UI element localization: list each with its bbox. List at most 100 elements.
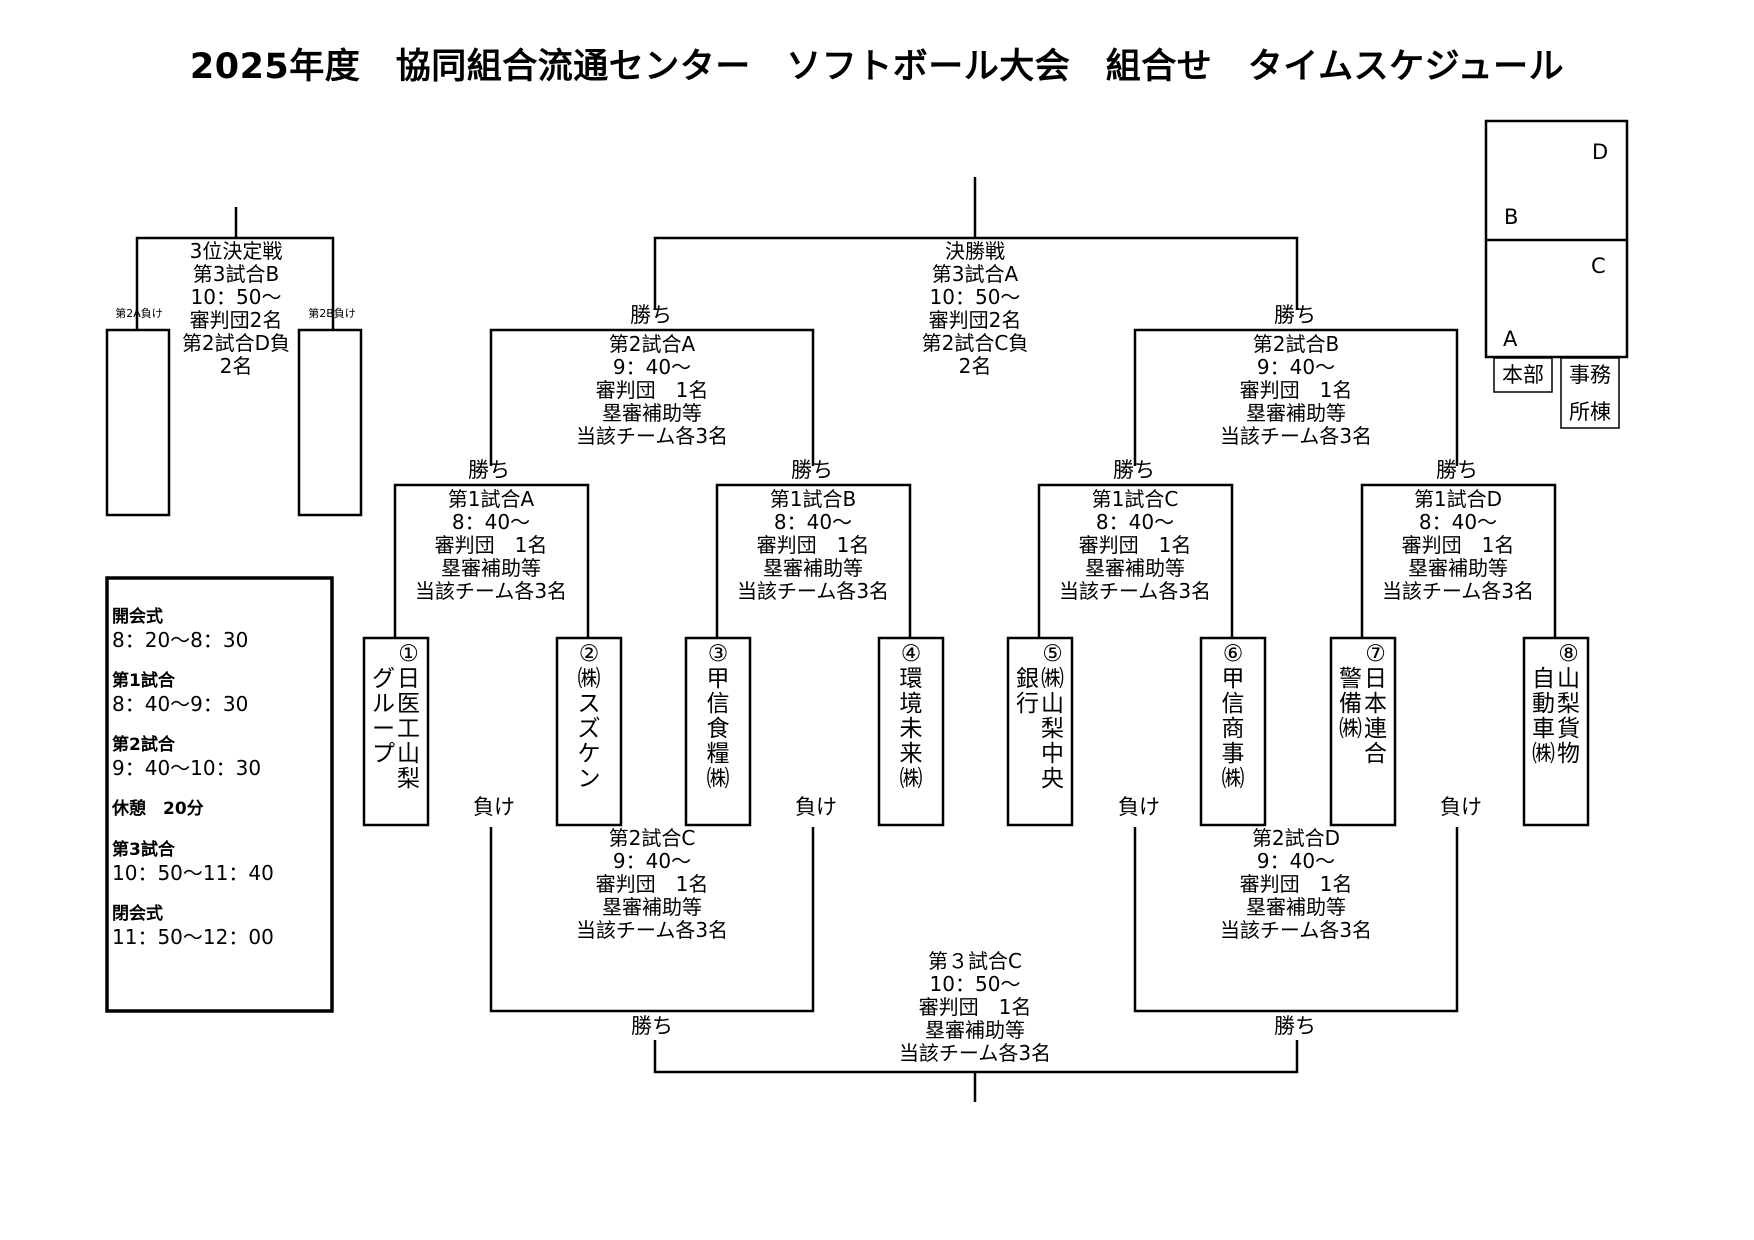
loser-2a-label: 第2A負け [115, 307, 163, 320]
team-name-text: 山梨貨物 [1557, 667, 1580, 767]
m1d-info-line: 第1試合D [1413, 487, 1503, 511]
m1c-bracket-line [1037, 483, 1234, 638]
team-name-char: ㈱ [1339, 716, 1362, 742]
team-name-char: 合 [1364, 741, 1387, 767]
team-1-col-1: ① 日医工山梨 [397, 642, 420, 792]
m2d-info-line: 塁審補助等 [1246, 895, 1346, 919]
team-4: ④ 環境未来㈱ [879, 642, 943, 792]
team-name-char: 環 [899, 666, 923, 692]
m1d-info-line: 当該チーム各3名 [1381, 579, 1535, 603]
m2c-info-line: 当該チーム各3名 [575, 918, 729, 942]
final-info-line: 第3試合A [931, 262, 1019, 286]
schedule-time: 10：50～11：40 [112, 861, 274, 885]
team-3-col-1: ③ 甲信食糧㈱ [707, 642, 730, 792]
team-name-char: 備 [1339, 691, 1362, 717]
m2b-info-line: 塁審補助等 [1246, 401, 1346, 425]
team-7-col-2: 警備㈱ [1339, 642, 1362, 767]
team-name-char: 銀 [1016, 666, 1039, 692]
schedule-label: 開会式 [112, 607, 163, 627]
team-box-5 [1006, 636, 1074, 827]
team-3: ③ 甲信食糧㈱ [686, 642, 750, 792]
win-label: 勝ち [791, 458, 833, 482]
m2b-info-line: 当該チーム各3名 [1219, 424, 1373, 448]
legend-honbu-box [1493, 357, 1553, 393]
schedule-label: 第3試合 [112, 840, 175, 860]
team-1: ① 日医工山梨 グループ [364, 642, 428, 792]
schedule-label: 第1試合 [112, 671, 175, 691]
team-8: ⑧ 山梨貨物 自動車㈱ [1524, 642, 1588, 767]
m2b-info: 第2試合B 9：40～ 審判団 1名 塁審補助等 当該チーム各3名 [1220, 333, 1372, 448]
team-box-8 [1522, 636, 1590, 827]
third-place-info-line: 第3試合B [192, 262, 280, 286]
m3c-info-line: 塁審補助等 [925, 1018, 1025, 1042]
m1d-info-line: 審判団 1名 [1401, 533, 1515, 557]
team-name-char: 梨 [397, 766, 420, 792]
team-8-col-2: 自動車㈱ [1532, 642, 1555, 767]
m2c-info-line: 審判団 1名 [595, 872, 709, 896]
team-name-char: ー [372, 716, 395, 742]
team-number: ② [578, 641, 600, 667]
team-name-char: 本 [1364, 691, 1387, 717]
m1a-info-line: 第1試合A [447, 487, 535, 511]
team-name-text: 警備㈱ [1339, 667, 1362, 742]
m2b-info-line: 第2試合B [1252, 332, 1340, 356]
team-8-col-1: ⑧ 山梨貨物 [1557, 642, 1580, 767]
team-name-text: グループ [372, 667, 395, 767]
schedule: 開会式 8：20～8：30 第1試合 8：40～9：30 第2試合 9：40～1… [112, 606, 274, 949]
win-label: 勝ち [630, 303, 672, 327]
team-name-char: 連 [1364, 716, 1387, 742]
m2a-info-line: 9：40～ [612, 355, 692, 379]
m1a-info-line: 当該チーム各3名 [414, 579, 568, 603]
team-name-char: ン [577, 766, 601, 792]
m1c-info-line: 8：40～ [1095, 510, 1175, 534]
team-number: ⑥ [1222, 641, 1244, 667]
team-box-3 [684, 636, 752, 827]
team-name-char: 自 [1532, 666, 1555, 692]
schedule-label: 休憩 20分 [112, 799, 204, 819]
third-place-info-line: 第2試合D負 [181, 331, 291, 355]
team-name-text: 銀行 [1016, 667, 1039, 717]
team-2-col-1: ② ㈱スズケン [578, 642, 601, 792]
team-name-char: 甲 [1221, 666, 1245, 692]
team-number: ⑧ [1558, 641, 1579, 667]
m1a-info-line: 審判団 1名 [434, 533, 548, 557]
final-info-line: 決勝戦 [944, 239, 1005, 263]
team-name-char: グ [372, 666, 395, 692]
m1b-info: 第1試合B 8：40～ 審判団 1名 塁審補助等 当該チーム各3名 [737, 488, 889, 603]
m3c-info-line: 当該チーム各3名 [898, 1041, 1052, 1065]
m1d-info: 第1試合D 8：40～ 審判団 1名 塁審補助等 当該チーム各3名 [1382, 488, 1534, 603]
team-name-char: ル [372, 691, 395, 717]
team-name-char: 工 [397, 716, 420, 742]
team-box-1 [362, 636, 430, 827]
team-name-char: ㈱ [899, 766, 923, 792]
final-info-line: 審判団2名 [928, 308, 1022, 332]
m3c-info-line: 第３試合C [928, 949, 1022, 973]
team-name-char: 山 [397, 741, 420, 767]
final-info-line: 2名 [958, 354, 992, 378]
win-label: 勝ち [631, 1014, 673, 1038]
team-name-char: 行 [1016, 691, 1039, 717]
m1b-bracket-line [715, 483, 912, 638]
team-name-char: 日 [397, 666, 420, 692]
win-label: 勝ち [1274, 1014, 1316, 1038]
m2d-info-line: 当該チーム各3名 [1219, 918, 1373, 942]
final-info-line: 10：50～ [929, 285, 1021, 309]
schedule-time: 9：40～10：30 [112, 756, 262, 780]
loser-2a-box [105, 328, 171, 517]
win-label: 勝ち [1113, 458, 1155, 482]
team-5-col-1: ⑤ ㈱山梨中央 [1041, 642, 1064, 792]
team-name-char: 央 [1041, 766, 1064, 792]
legend-jimu-2: 所棟 [1569, 400, 1611, 424]
team-name-char: 来 [899, 741, 923, 767]
team-name-char: 信 [706, 691, 730, 717]
m3c-info: 第３試合C 10：50～ 審判団 1名 塁審補助等 当該チーム各3名 [899, 950, 1051, 1065]
team-number: ④ [900, 641, 922, 667]
loser-2b-label: 第2B負け [308, 307, 356, 320]
team-name-char: ㈱ [1532, 741, 1555, 767]
m2c-info-line: 塁審補助等 [602, 895, 702, 919]
team-name-char: 中 [1041, 741, 1064, 767]
m1a-info-line: 塁審補助等 [441, 556, 541, 580]
legend-field-d: D [1592, 140, 1609, 164]
